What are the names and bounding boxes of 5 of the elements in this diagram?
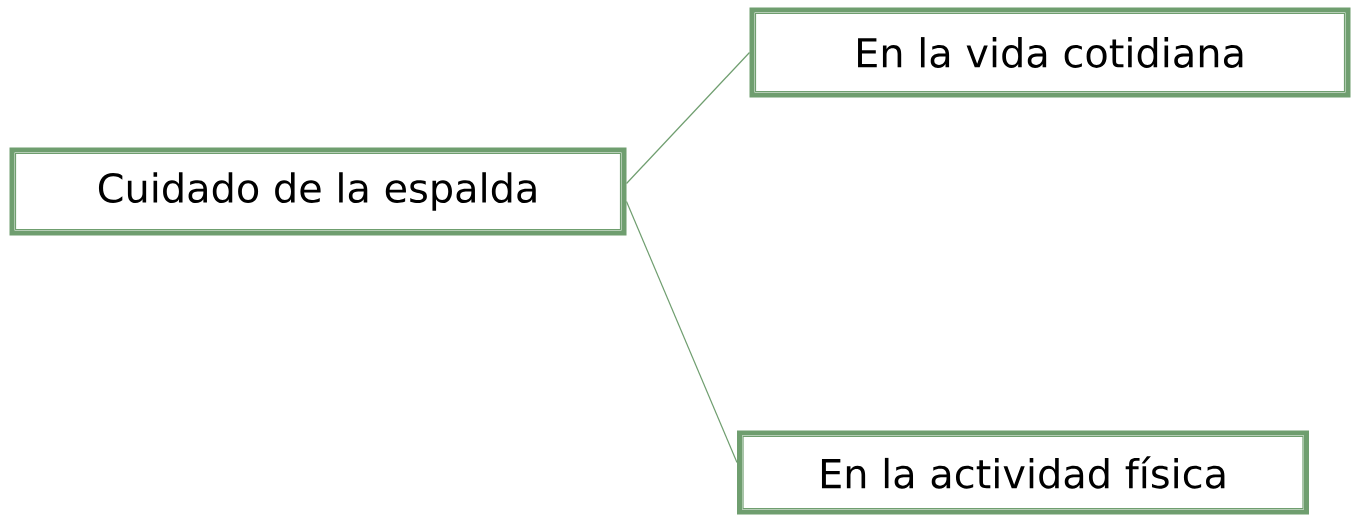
text-box: En la actividad física [737, 430, 1309, 515]
text-box: Cuidado de la espalda [9, 147, 627, 236]
connector-line [625, 51, 751, 185]
text-box: En la vida cotidiana [749, 7, 1351, 98]
connector-line [625, 200, 738, 464]
